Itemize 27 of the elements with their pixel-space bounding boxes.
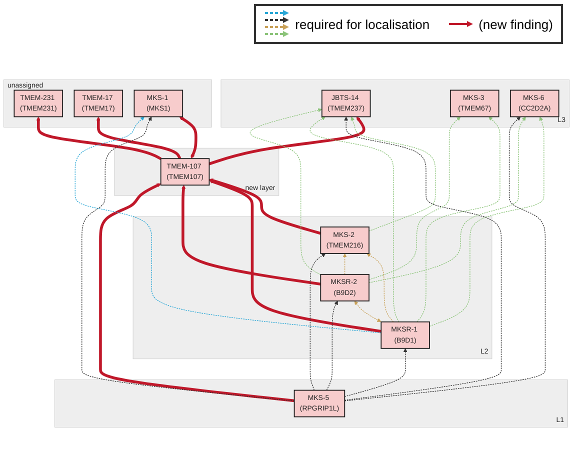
arrow [209,180,382,333]
arrow [366,253,394,322]
arrow [99,183,294,402]
arrow [368,116,526,284]
arrow [182,184,321,286]
arrow [82,116,295,402]
arrow [354,300,382,322]
arrow [342,253,347,275]
arrow [416,116,500,322]
arrow [36,116,162,160]
arrow [368,116,461,280]
arrow [74,116,382,334]
arrow [310,253,326,391]
arrow [344,116,502,401]
arrow [310,116,400,322]
arrow [250,108,322,275]
arrow [208,116,366,166]
arrow [96,116,182,160]
arrow [179,116,198,159]
arrow [344,116,546,402]
arrow [429,116,544,327]
legend-text: (new finding) [478,16,553,32]
arrow [350,116,436,232]
arrow [344,348,408,397]
arrow [326,300,338,391]
arrow [209,178,322,235]
legend-text: required for localisation [295,16,430,32]
